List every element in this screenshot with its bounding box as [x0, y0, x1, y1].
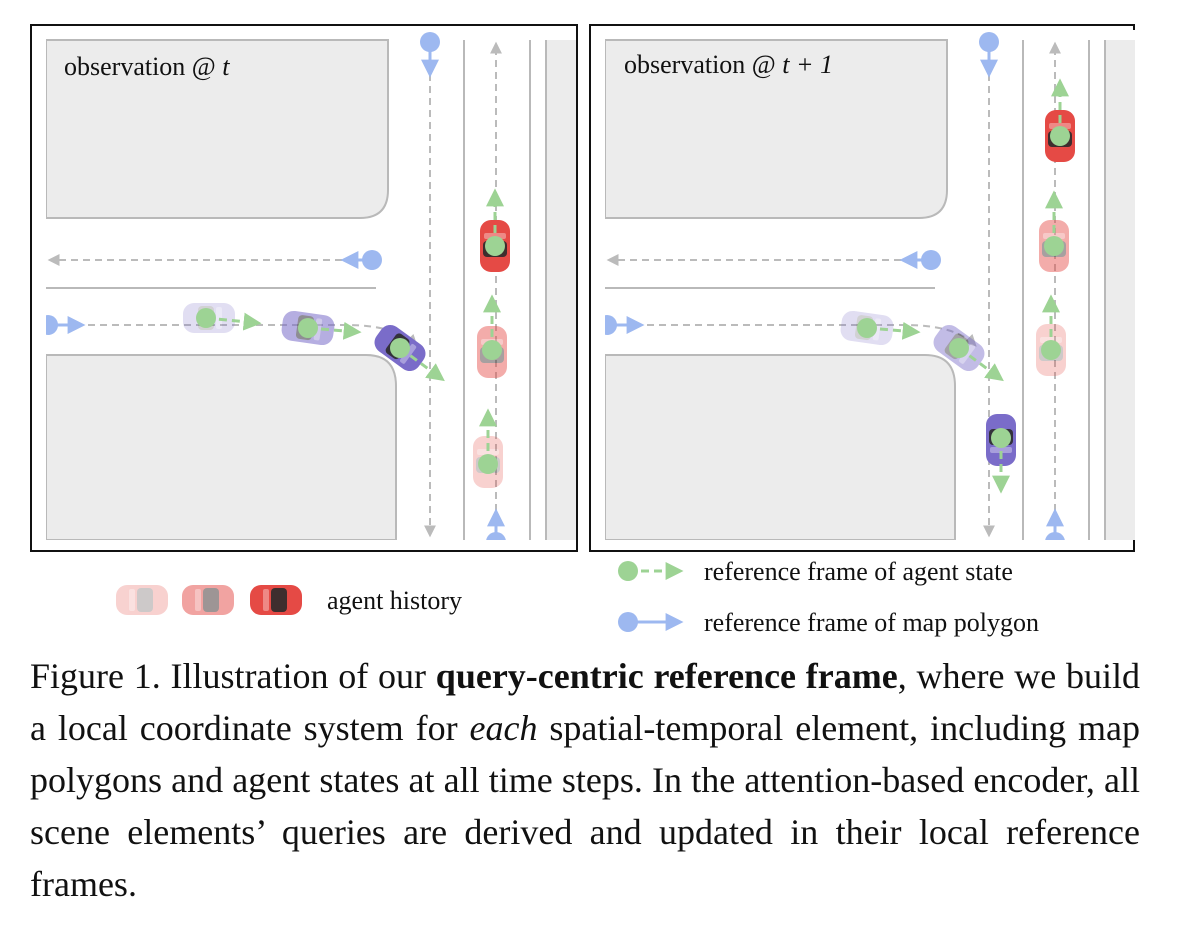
- agent-frame-ego-current: [991, 428, 1011, 494]
- legend-agent-history-label: agent history: [327, 586, 462, 615]
- agent-frame-ego-2: [298, 318, 362, 340]
- agent-frame-red-1: [478, 408, 498, 474]
- agent-frame-red-current: [485, 188, 505, 256]
- caption-text-1: Figure 1. Illustration of our: [30, 656, 436, 696]
- figure-caption: Figure 1. Illustration of our query-cent…: [30, 650, 1140, 910]
- legend-agent-history: agent history: [116, 585, 462, 615]
- agent-frame-ego-1: [196, 308, 262, 331]
- panel-observation-t-plus-1: observation @ t + 1: [589, 24, 1135, 552]
- legend: agent history reference frame of agent s…: [116, 557, 1039, 637]
- legend-map-polygon-label: reference frame of map polygon: [704, 608, 1039, 637]
- agent-frame-ego-current: [390, 338, 445, 382]
- caption-text-3: spatial-temporal element, including map …: [30, 708, 1140, 904]
- legend-map-polygon: reference frame of map polygon: [618, 608, 1039, 637]
- agent-frame-ego-2: [949, 338, 1004, 382]
- caption-bold-term: query-centric reference frame: [435, 656, 898, 696]
- panel-observation-t: observation @ t: [30, 24, 578, 552]
- caption-text-2: , where we build a local coordinate syst…: [30, 656, 1140, 748]
- panel-label-t-plus-1: observation @ t + 1: [624, 50, 833, 79]
- agent-frame-red-current: [1050, 78, 1070, 146]
- agent-frame-red-2: [1044, 190, 1064, 256]
- caption-italic-term: each: [469, 708, 538, 748]
- agent-frame-red-1: [1041, 294, 1061, 360]
- legend-agent-state: reference frame of agent state: [618, 557, 1013, 586]
- agent-frame-ego-1: [857, 318, 921, 340]
- legend-agent-state-label: reference frame of agent state: [704, 557, 1013, 586]
- panel-label-t: observation @ t: [64, 52, 230, 81]
- agent-frame-red-2: [482, 294, 502, 360]
- figure-illustration: observation @ t observation @ t + 1: [30, 24, 1135, 637]
